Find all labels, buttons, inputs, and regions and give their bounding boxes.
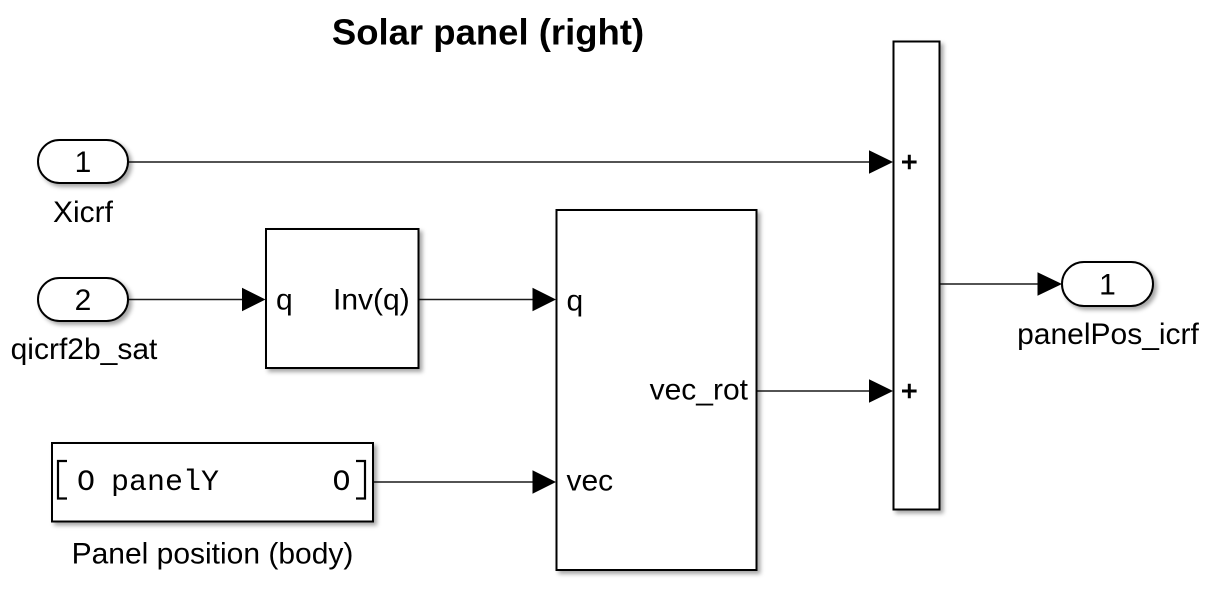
svg-text:q: q xyxy=(276,284,293,317)
svg-text:Inv(q): Inv(q) xyxy=(333,284,410,317)
svg-text:Solar panel (right): Solar panel (right) xyxy=(332,12,644,53)
svg-text:qicrf2b_sat: qicrf2b_sat xyxy=(11,333,158,366)
svg-text:Xicrf: Xicrf xyxy=(53,196,114,229)
svg-text:vec_rot: vec_rot xyxy=(650,374,749,407)
svg-text:Panel position (body): Panel position (body) xyxy=(72,538,354,571)
svg-text:1: 1 xyxy=(1099,269,1116,302)
svg-text:q: q xyxy=(567,285,584,318)
svg-text:2: 2 xyxy=(75,284,92,317)
svg-text:1: 1 xyxy=(75,146,92,179)
svg-text:O: O xyxy=(77,466,95,500)
svg-text:panelY: panelY xyxy=(111,466,219,500)
svg-text:panelPos_icrf: panelPos_icrf xyxy=(1017,318,1199,351)
svg-text:O: O xyxy=(333,466,351,500)
svg-text:vec: vec xyxy=(567,465,614,498)
